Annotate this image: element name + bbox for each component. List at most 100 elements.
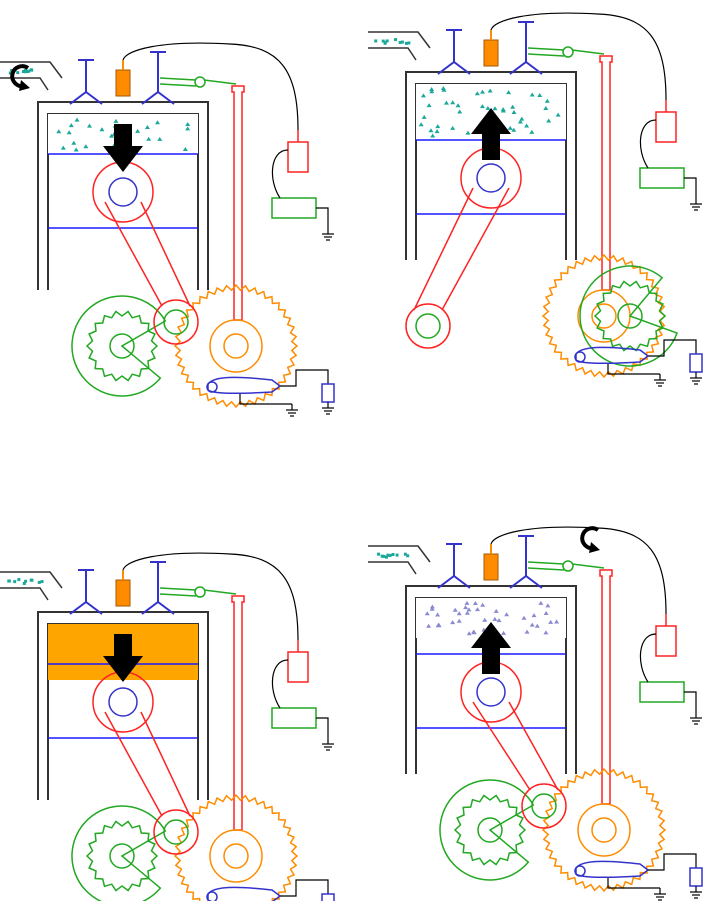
charge-particle [16, 71, 19, 74]
intake-port [368, 546, 430, 574]
crank-pin [532, 794, 556, 818]
engine-panel-power [0, 553, 334, 901]
rotation-arrow-head [589, 542, 600, 553]
crank-hub [224, 844, 248, 868]
contact-breaker [576, 861, 648, 877]
charge-particle [384, 42, 387, 45]
engine-panel-exhaust [368, 527, 702, 900]
rocker-arm [528, 48, 564, 56]
crank-hub [592, 818, 616, 842]
ground-wire [684, 692, 696, 712]
connecting-rod [105, 202, 190, 306]
breaker-wire [648, 854, 696, 870]
charge-particle [388, 554, 391, 557]
battery-wire [272, 660, 288, 708]
spark-plug-icon [484, 40, 498, 66]
intake-valve [438, 30, 470, 74]
charge-particle [396, 554, 399, 557]
contact-breaker [208, 377, 280, 393]
charge-particle [394, 38, 397, 41]
ground-wire [316, 208, 328, 228]
charge-particle [382, 555, 385, 558]
ground-wire [684, 178, 696, 198]
rotation-arrow-icon [582, 528, 598, 548]
intake-valve [70, 570, 102, 614]
push-rod [600, 570, 612, 804]
rocker-arm-end [204, 590, 236, 594]
ignition-coil-icon [288, 652, 308, 682]
ignition-coil-icon [656, 626, 676, 656]
capacitor-icon [322, 384, 334, 402]
push-rod [600, 56, 612, 290]
intake-port [368, 32, 430, 60]
battery-icon [640, 168, 684, 188]
spark-plug-icon [484, 554, 498, 580]
engine-panel-compression [368, 13, 702, 386]
battery-icon [272, 708, 316, 728]
charge-particle [7, 580, 10, 583]
wrist-pin [109, 178, 137, 206]
charge-particle [374, 39, 377, 42]
ignition-coil-icon [288, 142, 308, 172]
crank-hub [224, 334, 248, 358]
connecting-rod [414, 188, 509, 310]
crank-pin [164, 310, 188, 334]
intake-port [0, 572, 62, 600]
crank-inner-ring [210, 320, 262, 372]
charge-particle [407, 41, 410, 44]
rocker-arm-end [572, 564, 604, 568]
breaker-wire [280, 370, 328, 386]
engine-panel-intake [0, 43, 334, 416]
crank-inner-ring [210, 830, 262, 882]
rocker-arm [160, 588, 196, 596]
battery-wire [640, 634, 656, 682]
rocker-arm-end [204, 80, 236, 84]
charge-particle [41, 580, 44, 583]
crank-pin-end [406, 304, 450, 348]
capacitor-icon [690, 868, 702, 886]
wrist-pin [477, 164, 505, 192]
charge-particle [26, 70, 29, 73]
crank-gear [543, 769, 665, 891]
crank-gear [175, 795, 297, 901]
ignition-coil-icon [656, 112, 676, 142]
intake-port [0, 62, 62, 90]
connecting-rod [473, 702, 558, 790]
battery-wire [272, 150, 288, 198]
battery-icon [272, 198, 316, 218]
capacitor-icon [690, 354, 702, 372]
crank-gear [175, 285, 297, 407]
wrist-pin [477, 678, 505, 706]
rotation-arrow-head [19, 80, 30, 91]
charge-particle [30, 579, 33, 582]
contact-breaker [576, 347, 648, 363]
crank-pin [164, 820, 188, 844]
charge-particle [399, 41, 402, 44]
rocker-arm [528, 562, 564, 570]
battery-icon [640, 682, 684, 702]
battery-wire [640, 120, 656, 168]
rocker-pivot [195, 77, 205, 87]
rocker-pivot [563, 47, 573, 57]
capacitor-icon [322, 894, 334, 901]
push-rod [232, 86, 244, 320]
rocker-arm-end [572, 50, 604, 54]
charge-particle [406, 554, 409, 557]
rocker-pivot [563, 561, 573, 571]
charge-particle [38, 581, 41, 584]
charge-particle [17, 578, 20, 581]
spark-plug-icon [116, 580, 130, 606]
spark-plug-icon [116, 70, 130, 96]
crank-pin [416, 314, 440, 338]
push-rod [232, 596, 244, 830]
contact-breaker [208, 887, 280, 901]
charge-particle [13, 580, 16, 583]
charge-particle [391, 553, 394, 556]
intake-valve [438, 544, 470, 588]
breaker-wire [280, 880, 328, 896]
charge-particle [23, 582, 26, 585]
rocker-pivot [195, 587, 205, 597]
cam-lobe [72, 806, 165, 901]
